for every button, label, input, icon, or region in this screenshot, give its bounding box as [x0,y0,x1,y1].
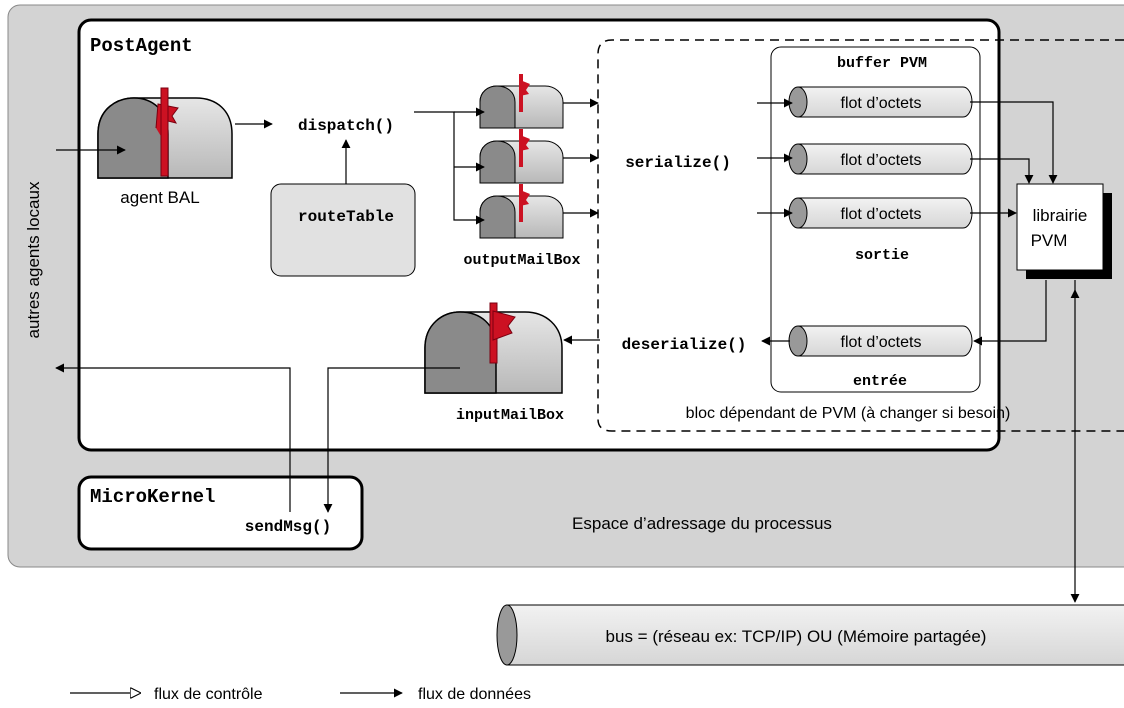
stream-out-1-label: flot d’octets [841,95,922,112]
sortie-label: sortie [855,247,909,264]
flow-arrows [55,98,1080,603]
output-mailbox-3 [479,184,564,239]
deserialize-label: deserialize() [622,336,747,354]
output-mailbox-2 [479,129,564,184]
librairie-pvm-line1: librairie [1033,206,1088,225]
microkernel-title: MicroKernel [90,486,215,508]
agent-bal-mailbox [97,87,233,179]
output-mailbox-1 [479,74,564,129]
input-mailbox-label: inputMailBox [456,407,564,424]
bus-label: bus = (réseau ex: TCP/IP) OU (Mémoire pa… [606,627,987,646]
sendmsg-label: sendMsg() [245,518,331,536]
librairie-pvm-line2: PVM [1031,231,1068,250]
stream-out-3-label: flot d’octets [841,206,922,223]
espace-label: Espace d’adressage du processus [572,514,832,533]
librairie-pvm-box [1016,183,1104,271]
stream-in-label: flot d’octets [841,334,922,351]
stream-out-2: flot d’octets [788,143,973,175]
stream-out-2-label: flot d’octets [841,152,922,169]
legend-control-label: flux de contrôle [154,686,263,703]
entree-label: entrée [853,373,907,390]
stream-out-1: flot d’octets [788,86,973,118]
route-table-label: routeTable [298,208,394,226]
autres-agents-label: autres agents locaux [24,181,43,338]
bus-pipe [496,604,1124,666]
input-mailbox [424,302,563,394]
serialize-label: serialize() [625,154,731,172]
stream-in: flot d’octets [788,325,973,357]
pvm-block-caption: bloc dépendant de PVM (à changer si beso… [686,405,1011,422]
output-mailbox-label: outputMailBox [463,252,580,269]
agent-bal-label: agent BAL [120,188,199,207]
pvm-block-border [597,39,1124,432]
buffer-pvm-label: buffer PVM [837,55,927,72]
legend-data-label: flux de données [418,686,531,703]
microkernel-box [77,475,364,551]
dispatch-label: dispatch() [298,117,394,135]
legend: flux de contrôle flux de données [70,686,531,703]
stream-out-3: flot d’octets [788,197,973,229]
postagent-title: PostAgent [90,35,193,57]
route-table-box [270,183,416,277]
